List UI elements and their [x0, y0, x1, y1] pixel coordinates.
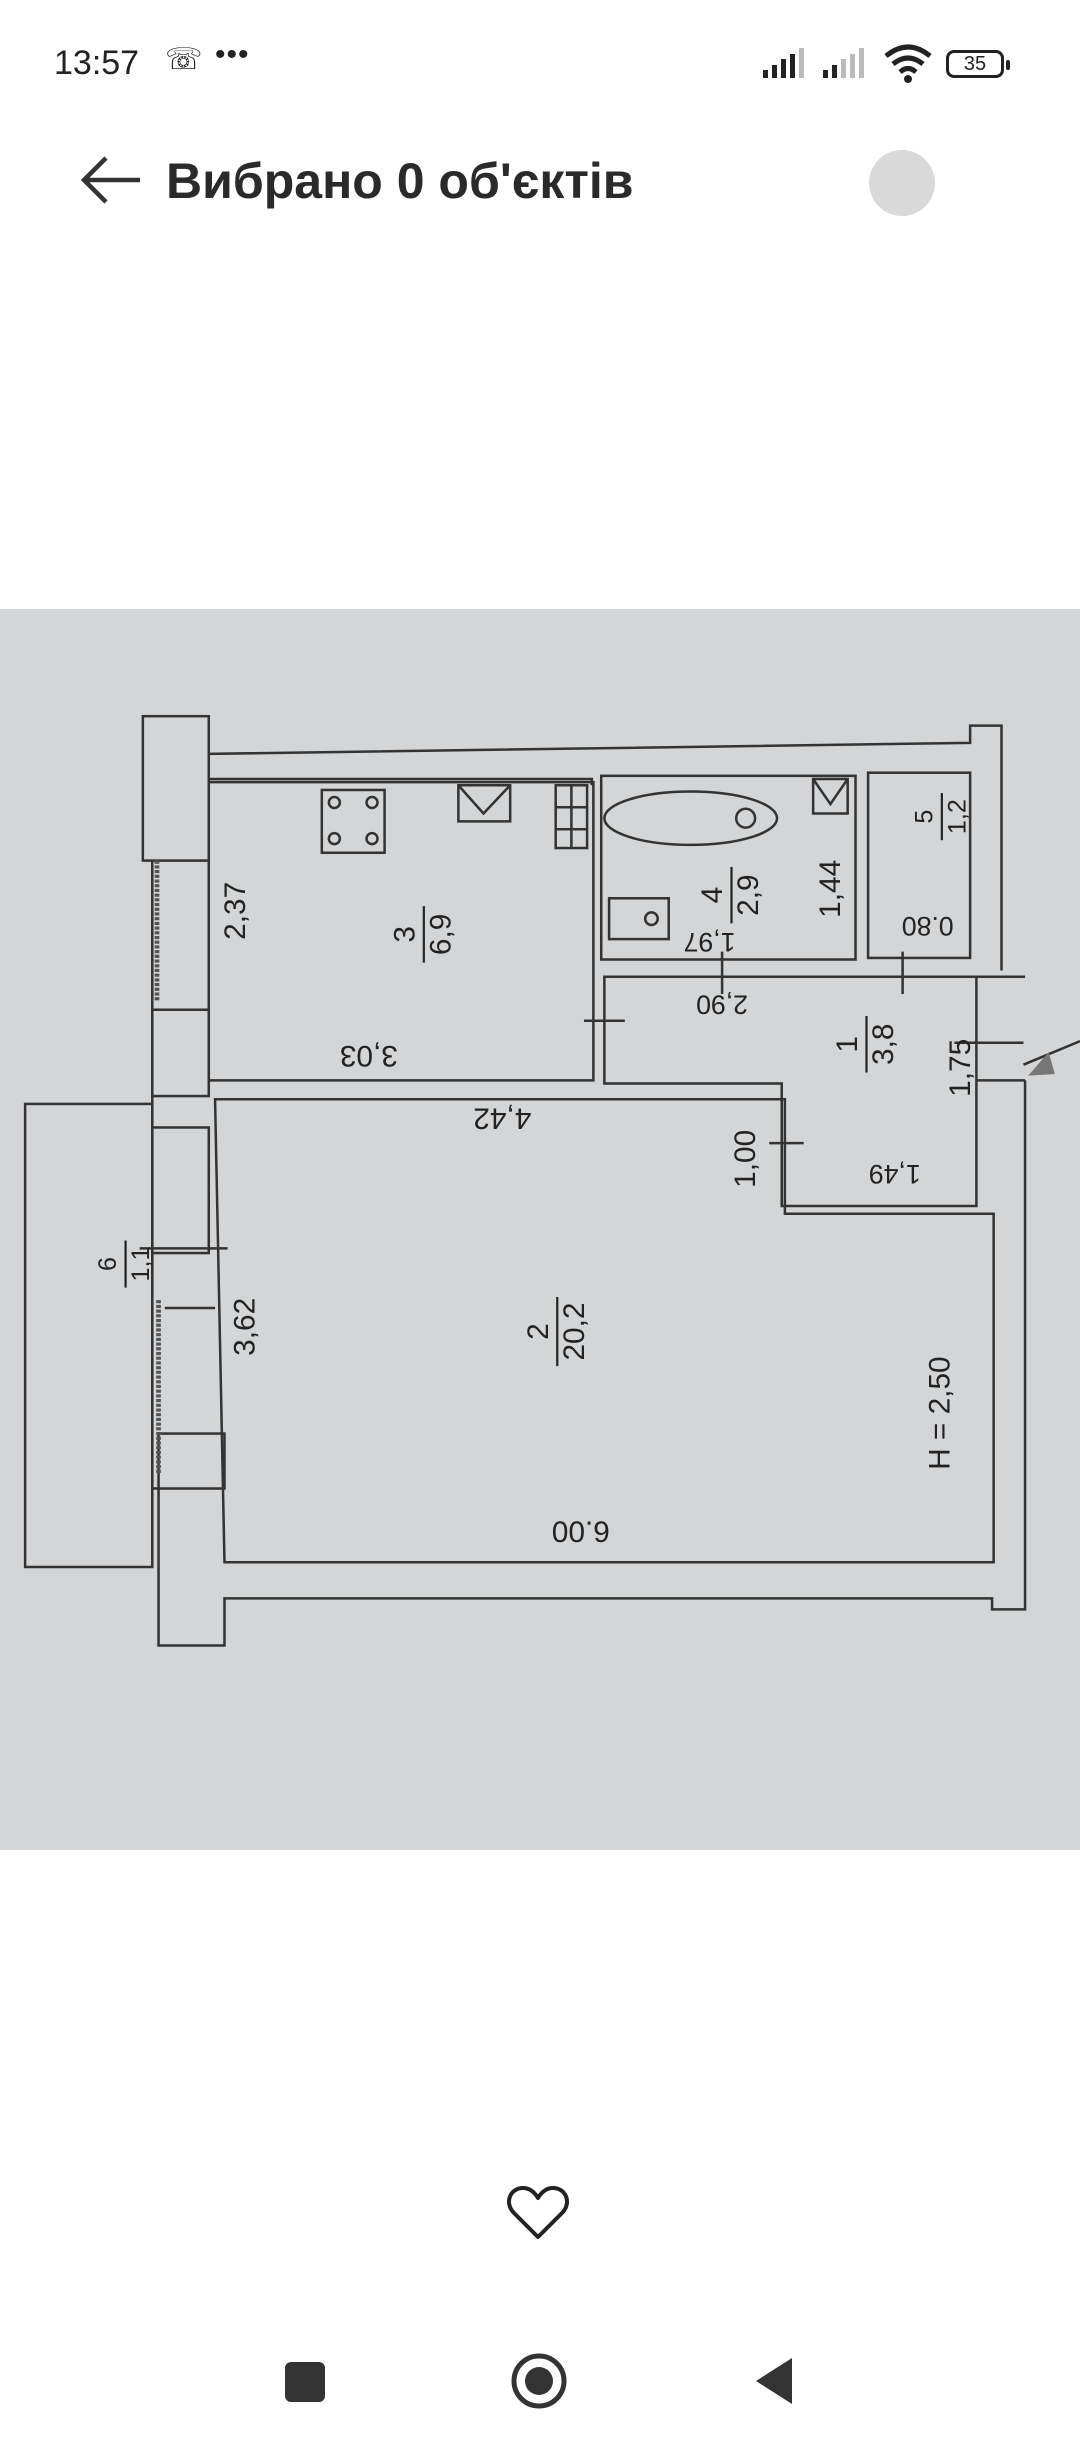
svg-text:1,1: 1,1 [127, 1247, 155, 1282]
svg-text:20,2: 20,2 [558, 1303, 591, 1361]
signal-icon-2 [823, 48, 864, 78]
recent-apps-button[interactable] [283, 2360, 327, 2404]
svg-text:6,9: 6,9 [425, 914, 458, 955]
ceiling-height: H = 2,50 [924, 1356, 957, 1470]
page-title: Вибрано 0 об'єктів [166, 153, 634, 209]
signal-icon-1 [763, 48, 804, 78]
back-arrow-icon[interactable] [76, 150, 146, 210]
dim-2-90: 2,90 [696, 990, 748, 1020]
back-button[interactable] [752, 2356, 796, 2406]
dim-1-00: 1,00 [729, 1130, 762, 1188]
svg-text:4: 4 [696, 887, 729, 904]
dim-1-49: 1,49 [869, 1159, 921, 1189]
dim-1-75: 1,75 [944, 1039, 977, 1097]
dim-0-80: 0.80 [902, 911, 954, 941]
dim-1-44: 1,44 [814, 860, 847, 918]
svg-text:3: 3 [388, 926, 421, 943]
svg-text:1,2: 1,2 [943, 799, 971, 834]
svg-text:2,9: 2,9 [732, 874, 765, 915]
status-bar: 13:57 ☏ ••• 35 [0, 0, 1080, 110]
favorite-heart-icon[interactable] [506, 2183, 570, 2243]
home-button[interactable] [510, 2352, 568, 2410]
dim-3-03: 3,03 [340, 1039, 398, 1072]
svg-text:1: 1 [831, 1036, 864, 1053]
clock: 13:57 [54, 44, 140, 82]
svg-text:2: 2 [522, 1323, 555, 1340]
svg-text:3,8: 3,8 [867, 1024, 900, 1065]
svg-text:6: 6 [94, 1257, 122, 1271]
more-notifications-icon: ••• [215, 38, 250, 71]
dim-1-97: 1,97 [684, 927, 736, 957]
dim-3-62: 3,62 [228, 1298, 261, 1356]
select-all-toggle[interactable] [869, 150, 935, 216]
dim-2-37: 2,37 [219, 882, 252, 940]
missed-call-icon: ☏ [165, 43, 203, 76]
dim-4-42: 4,42 [473, 1102, 531, 1135]
wifi-icon [884, 44, 932, 83]
svg-text:5: 5 [910, 810, 938, 824]
dim-6-00: 6.00 [552, 1514, 610, 1547]
battery-icon: 35 [946, 50, 1010, 78]
